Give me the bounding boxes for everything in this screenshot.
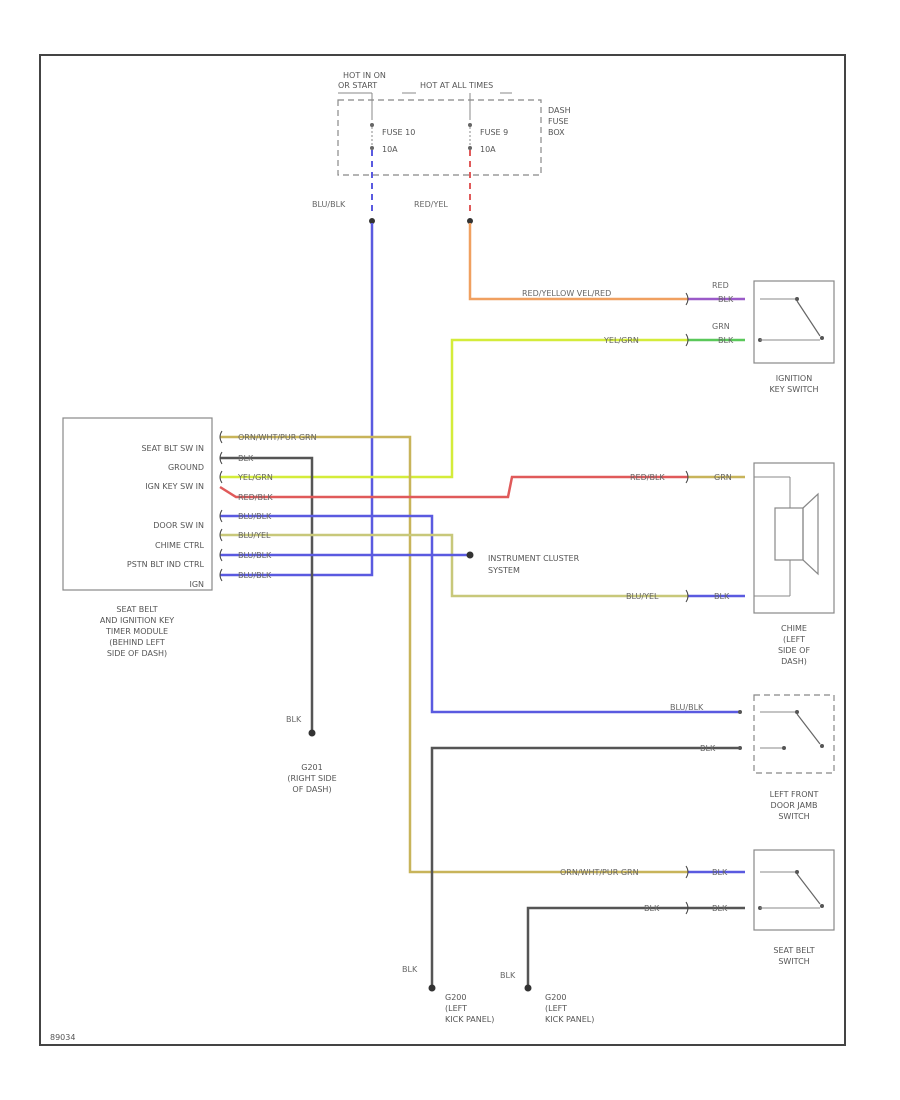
module-caption-1: SEAT BELT xyxy=(116,605,157,614)
module-pin-chime-ctrl: CHIME CTRL xyxy=(155,541,204,550)
wire-yel-grn xyxy=(220,338,688,479)
g201-caption-1: G201 xyxy=(301,763,322,772)
wire-label-blu-yel-module: BLU/YEL xyxy=(238,531,271,540)
fuse9-rating: 10A xyxy=(480,145,496,154)
wire-label-blk-chime: BLK xyxy=(714,592,730,601)
fuse10-label: FUSE 10 xyxy=(382,128,415,137)
wire-label-blu-blk-top: BLU/BLK xyxy=(312,200,346,209)
module-pin-ground: GROUND xyxy=(168,463,204,472)
wire-label-orn-pur-module: ORN/WHT/PUR GRN xyxy=(238,433,317,442)
wire-label-grn-ign: GRN xyxy=(712,322,730,331)
ground-g200-a: G200 (LEFT KICK PANEL) xyxy=(445,993,494,1024)
door-switch-caption-3: SWITCH xyxy=(778,812,809,821)
module-pin-pstn-blt: PSTN BLT IND CTRL xyxy=(127,560,205,569)
door-switch-caption-1: LEFT FRONT xyxy=(770,790,819,799)
instrument-cluster-label-2: SYSTEM xyxy=(488,566,520,575)
wire-blu-yel-chime xyxy=(220,533,688,598)
hot-label-3: HOT AT ALL TIMES xyxy=(420,81,493,90)
module-caption-5: SIDE OF DASH) xyxy=(107,649,167,658)
hot-label-2: OR START xyxy=(338,81,377,90)
seat-belt-timer-module: SEAT BLT SW IN GROUND IGN KEY SW IN DOOR… xyxy=(62,417,213,658)
belt-switch-caption-1: SEAT BELT xyxy=(773,946,814,955)
g200a-caption-3: KICK PANEL) xyxy=(445,1015,494,1024)
module-pin-ign-key-sw: IGN KEY SW IN xyxy=(145,482,204,491)
hot-label-1: HOT IN ON xyxy=(343,71,386,80)
module-caption-4: (BEHIND LEFT xyxy=(109,638,165,647)
seat-belt-switch: SEAT BELT SWITCH xyxy=(753,849,835,966)
wire-label-blk-g200a: BLK xyxy=(402,965,418,974)
wire-label-blk-belt2: BLK xyxy=(644,904,660,913)
connector-marks xyxy=(219,292,689,915)
module-pin-ign: IGN xyxy=(189,580,204,589)
ignition-key-switch: IGNITION KEY SWITCH xyxy=(753,280,835,394)
wire-label-blk-belt1: BLK xyxy=(712,868,728,877)
wire-blu-blk-ign xyxy=(220,223,374,577)
diagram-code: 89034 xyxy=(50,1033,75,1042)
g200b-caption-1: G200 xyxy=(545,993,566,1002)
g201-caption-3: OF DASH) xyxy=(292,785,331,794)
belt-switch-caption-2: SWITCH xyxy=(778,957,809,966)
ground-g201: G201 (RIGHT SIDE OF DASH) xyxy=(287,763,336,794)
fuse9-label: FUSE 9 xyxy=(480,128,508,137)
diagram-frame xyxy=(39,54,846,1046)
ground-g200-b: G200 (LEFT KICK PANEL) xyxy=(545,993,594,1024)
wire-label-blk-belt3: BLK xyxy=(712,904,728,913)
wire-orn-pur xyxy=(220,435,688,874)
wire-label-blk-ign2: BLK xyxy=(718,336,734,345)
g200a-caption-2: (LEFT xyxy=(445,1004,467,1013)
dash-fuse-box: HOT IN ON OR START HOT AT ALL TIMES FUSE… xyxy=(337,71,571,176)
wire-label-yel-grn: YEL/GRN xyxy=(603,336,639,345)
module-pin-seat-blt-sw: SEAT BLT SW IN xyxy=(141,444,204,453)
wire-blu-blk-door xyxy=(220,514,740,714)
wire-label-orn-pur-belt: ORN/WHT/PUR GRN xyxy=(560,868,639,877)
wire-label-blu-yel-chime: BLU/YEL xyxy=(626,592,659,601)
g200b-caption-3: KICK PANEL) xyxy=(545,1015,594,1024)
wire-blk-door-sw xyxy=(430,746,740,985)
wire-label-blu-blk-door: BLU/BLK xyxy=(238,512,272,521)
chime-caption-3: SIDE OF xyxy=(778,646,810,655)
wire-label-red-yellow: RED/YELLOW VEL/RED xyxy=(522,289,611,298)
g200a-caption-1: G200 xyxy=(445,993,466,1002)
wire-red-yellow xyxy=(468,223,688,301)
fuse-box-caption-3: BOX xyxy=(548,128,565,137)
wire-label-red-blk-chime: RED/BLK xyxy=(630,473,665,482)
door-jamb-switch: LEFT FRONT DOOR JAMB SWITCH xyxy=(738,694,835,821)
module-caption-2: AND IGNITION KEY xyxy=(100,616,174,625)
wire-red-blk xyxy=(219,475,688,499)
g201-caption-2: (RIGHT SIDE xyxy=(287,774,336,783)
wire-label-blk-ign: BLK xyxy=(718,295,734,304)
wire-label-blk-g200b: BLK xyxy=(500,971,516,980)
chime: CHIME (LEFT SIDE OF DASH) xyxy=(753,462,835,666)
door-switch-caption-2: DOOR JAMB xyxy=(771,801,818,810)
wire-label-blk-module: BLK xyxy=(238,454,254,463)
wire-label-yel-grn-module: YEL/GRN xyxy=(237,473,273,482)
instrument-cluster-label-1: INSTRUMENT CLUSTER xyxy=(488,554,580,563)
chime-caption-1: CHIME xyxy=(781,624,807,633)
wire-label-blu-blk-pstn: BLU/BLK xyxy=(238,551,272,560)
module-caption-3: TIMER MODULE xyxy=(105,627,168,636)
wire-label-blk-g201: BLK xyxy=(286,715,302,724)
wire-label-red-ign: RED xyxy=(712,281,729,290)
ignition-switch-caption-2: KEY SWITCH xyxy=(769,385,818,394)
g200b-caption-2: (LEFT xyxy=(545,1004,567,1013)
module-pin-door-sw: DOOR SW IN xyxy=(153,521,204,530)
wire-blk-ground xyxy=(220,456,314,730)
wire-label-red-yel-top: RED/YEL xyxy=(414,200,448,209)
fuse-box-caption-2: FUSE xyxy=(548,117,569,126)
fuse10-rating: 10A xyxy=(382,145,398,154)
wire-label-blu-blk-ign: BLU/BLK xyxy=(238,571,272,580)
wire-label-red-blk-module: RED/BLK xyxy=(238,493,273,502)
chime-caption-4: DASH) xyxy=(781,657,807,666)
wire-label-blk-door-sw: BLK xyxy=(700,744,716,753)
wire-blk-belt xyxy=(526,906,745,985)
wire-label-blu-blk-door-sw: BLU/BLK xyxy=(670,703,704,712)
chime-caption-2: (LEFT xyxy=(783,635,805,644)
fuse-box-caption-1: DASH xyxy=(548,106,571,115)
wire-label-grn-chime: GRN xyxy=(714,473,732,482)
ignition-switch-caption-1: IGNITION xyxy=(776,374,812,383)
